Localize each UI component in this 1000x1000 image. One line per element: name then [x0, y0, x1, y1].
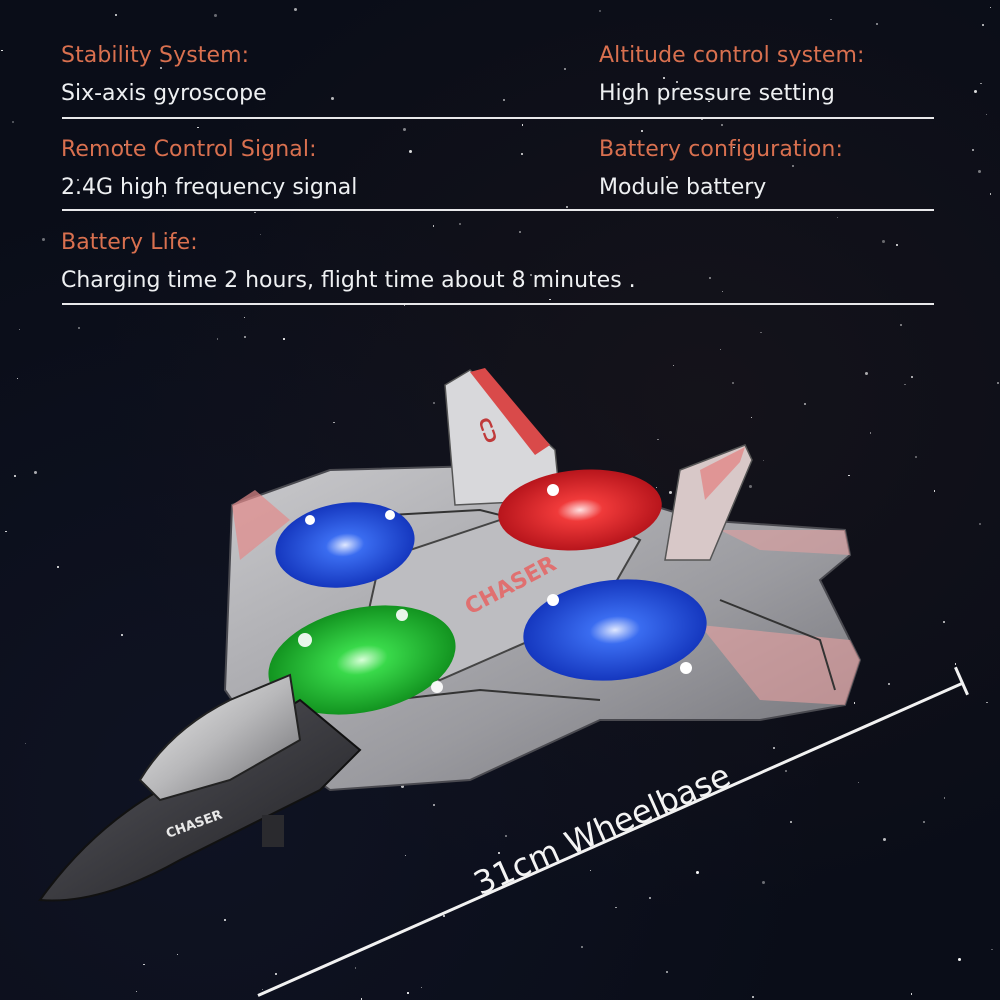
spec-label: Stability System:	[61, 43, 250, 68]
spec-value: High pressure setting	[599, 81, 835, 106]
spec-label: Battery configuration:	[599, 137, 843, 162]
spec-battery-config: Battery configuration: Module battery	[599, 136, 843, 202]
propeller-rear-left	[275, 502, 415, 588]
propeller-front-right	[523, 579, 707, 681]
spec-remote-signal: Remote Control Signal: 2.4G high frequen…	[61, 136, 357, 202]
nose-cockpit: CHASER	[38, 673, 362, 902]
spec-altitude: Altitude control system: High pressure s…	[599, 42, 865, 108]
spec-stability: Stability System: Six-axis gyroscope	[61, 42, 267, 108]
spec-value: Charging time 2 hours, flight time about…	[61, 268, 636, 293]
spec-value: Module battery	[599, 175, 767, 200]
left-tail-fin: ᑕᑐ	[444, 368, 561, 506]
right-tail-fin	[664, 444, 753, 561]
spec-label: Remote Control Signal:	[61, 137, 317, 162]
propeller-rear-center	[498, 469, 662, 551]
spec-battery-life: Battery Life: Charging time 2 hours, fli…	[61, 229, 636, 295]
row-divider	[62, 303, 934, 305]
spec-value: 2.4G high frequency signal	[61, 175, 358, 200]
row-divider	[62, 117, 934, 119]
propeller-front-left	[268, 605, 456, 715]
spec-label: Battery Life:	[61, 230, 198, 255]
spec-value: Six-axis gyroscope	[61, 81, 267, 106]
spec-label: Altitude control system:	[599, 43, 865, 68]
row-divider	[62, 209, 934, 211]
